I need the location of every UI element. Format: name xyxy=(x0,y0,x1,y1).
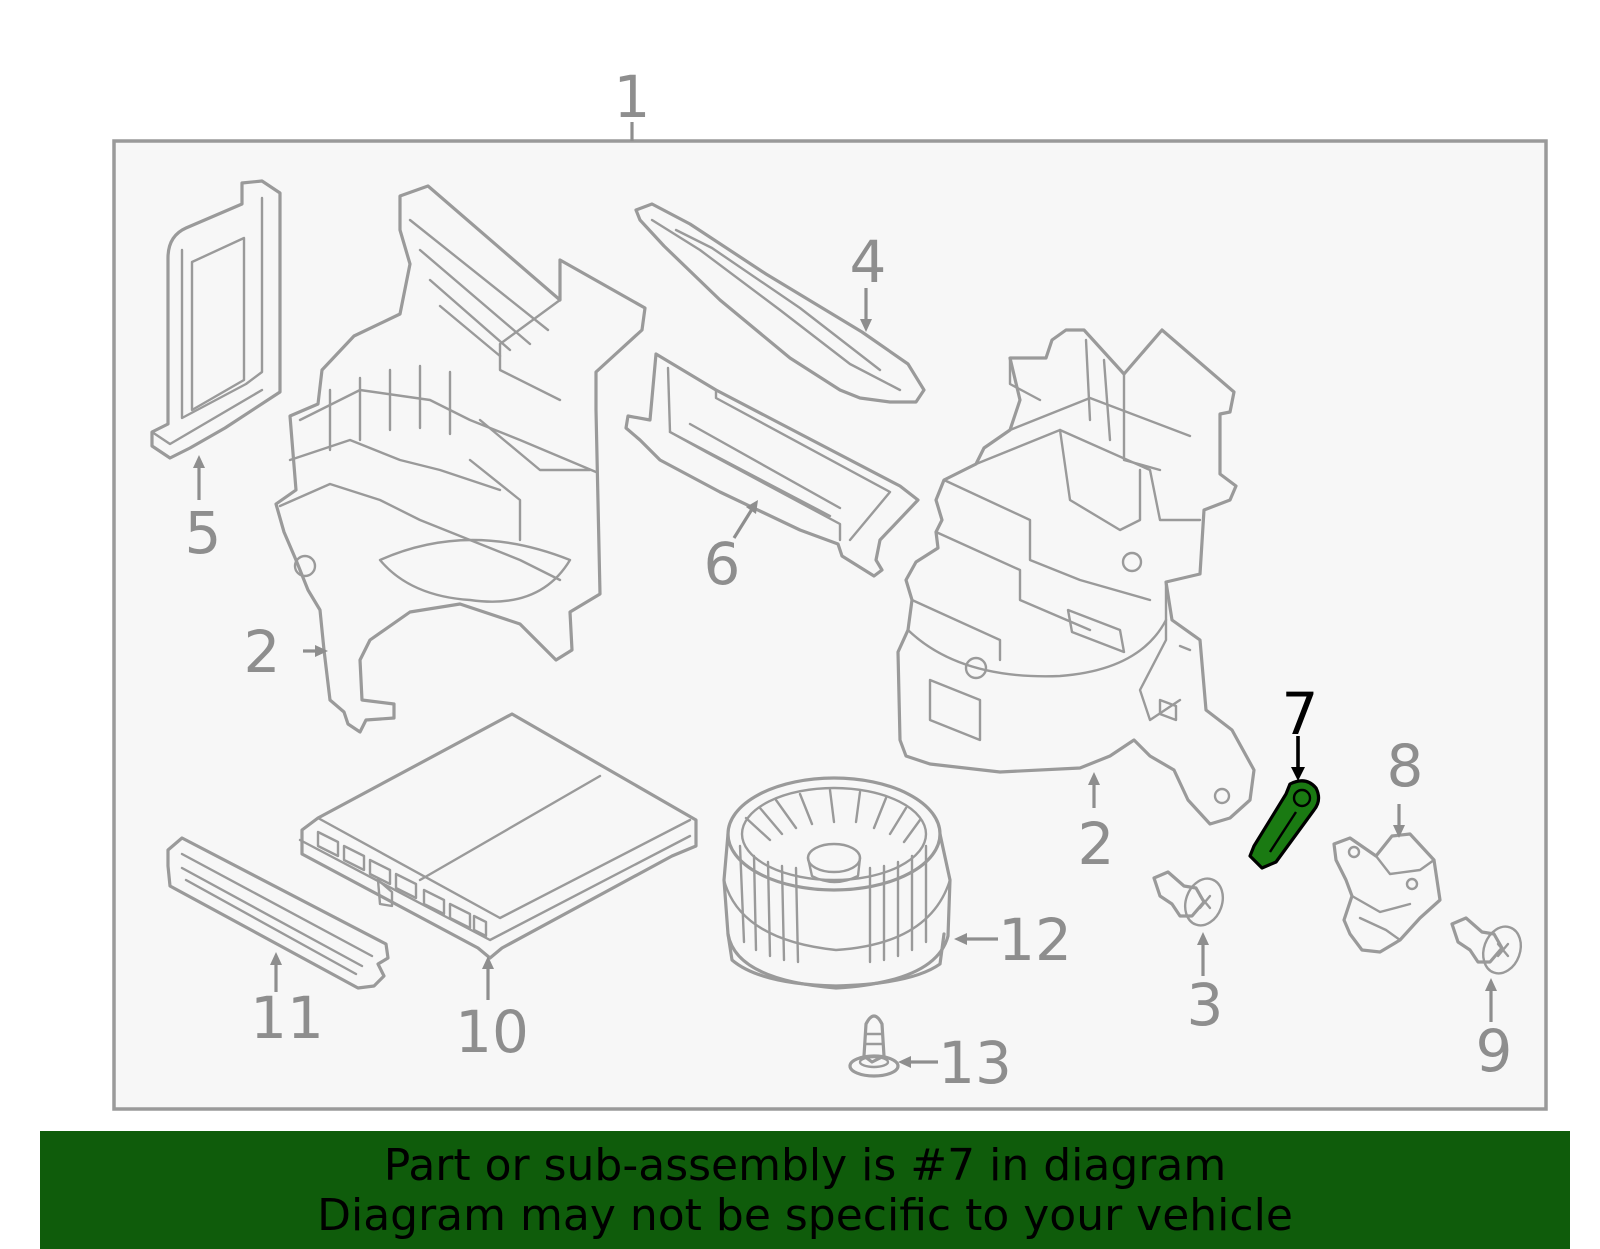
callout-7: 7 xyxy=(1282,680,1319,748)
assembly-frame xyxy=(112,139,1548,1111)
part-3-screw xyxy=(1152,870,1225,927)
part-9-screw xyxy=(1450,916,1523,975)
part-2-housing-left xyxy=(274,184,647,734)
callout-6: 6 xyxy=(704,530,741,598)
callout-12: 12 xyxy=(998,906,1072,974)
callout-2-left: 2 xyxy=(244,618,281,686)
part-11-cover-strip xyxy=(166,836,390,990)
callout-8: 8 xyxy=(1387,732,1424,800)
part-10-cabin-filter xyxy=(298,712,698,960)
callout-2-right: 2 xyxy=(1078,810,1115,878)
callout-3: 3 xyxy=(1187,971,1224,1039)
callout-4: 4 xyxy=(850,228,887,296)
callout-13: 13 xyxy=(938,1029,1012,1097)
callout-11: 11 xyxy=(250,984,324,1052)
banner-line-1: Part or sub-assembly is #7 in diagram xyxy=(383,1140,1227,1191)
callout-1: 1 xyxy=(614,63,651,131)
part-6-filter-tray xyxy=(624,352,920,578)
callout-10: 10 xyxy=(455,998,529,1066)
banner-line-2: Diagram may not be specific to your vehi… xyxy=(317,1190,1293,1241)
part-13-clip xyxy=(848,1014,900,1078)
part-4-seal xyxy=(634,202,926,404)
part-2-housing-right xyxy=(896,328,1256,826)
part-8-actuator xyxy=(1332,832,1442,954)
part-12-blower-wheel xyxy=(722,776,952,990)
notice-banner: Part or sub-assembly is #7 in diagram Di… xyxy=(40,1131,1570,1249)
callout-9: 9 xyxy=(1476,1017,1513,1085)
callout-5: 5 xyxy=(185,499,222,567)
part-5-filter-cover xyxy=(150,179,282,460)
part-7-sensor-highlighted xyxy=(1248,779,1321,870)
